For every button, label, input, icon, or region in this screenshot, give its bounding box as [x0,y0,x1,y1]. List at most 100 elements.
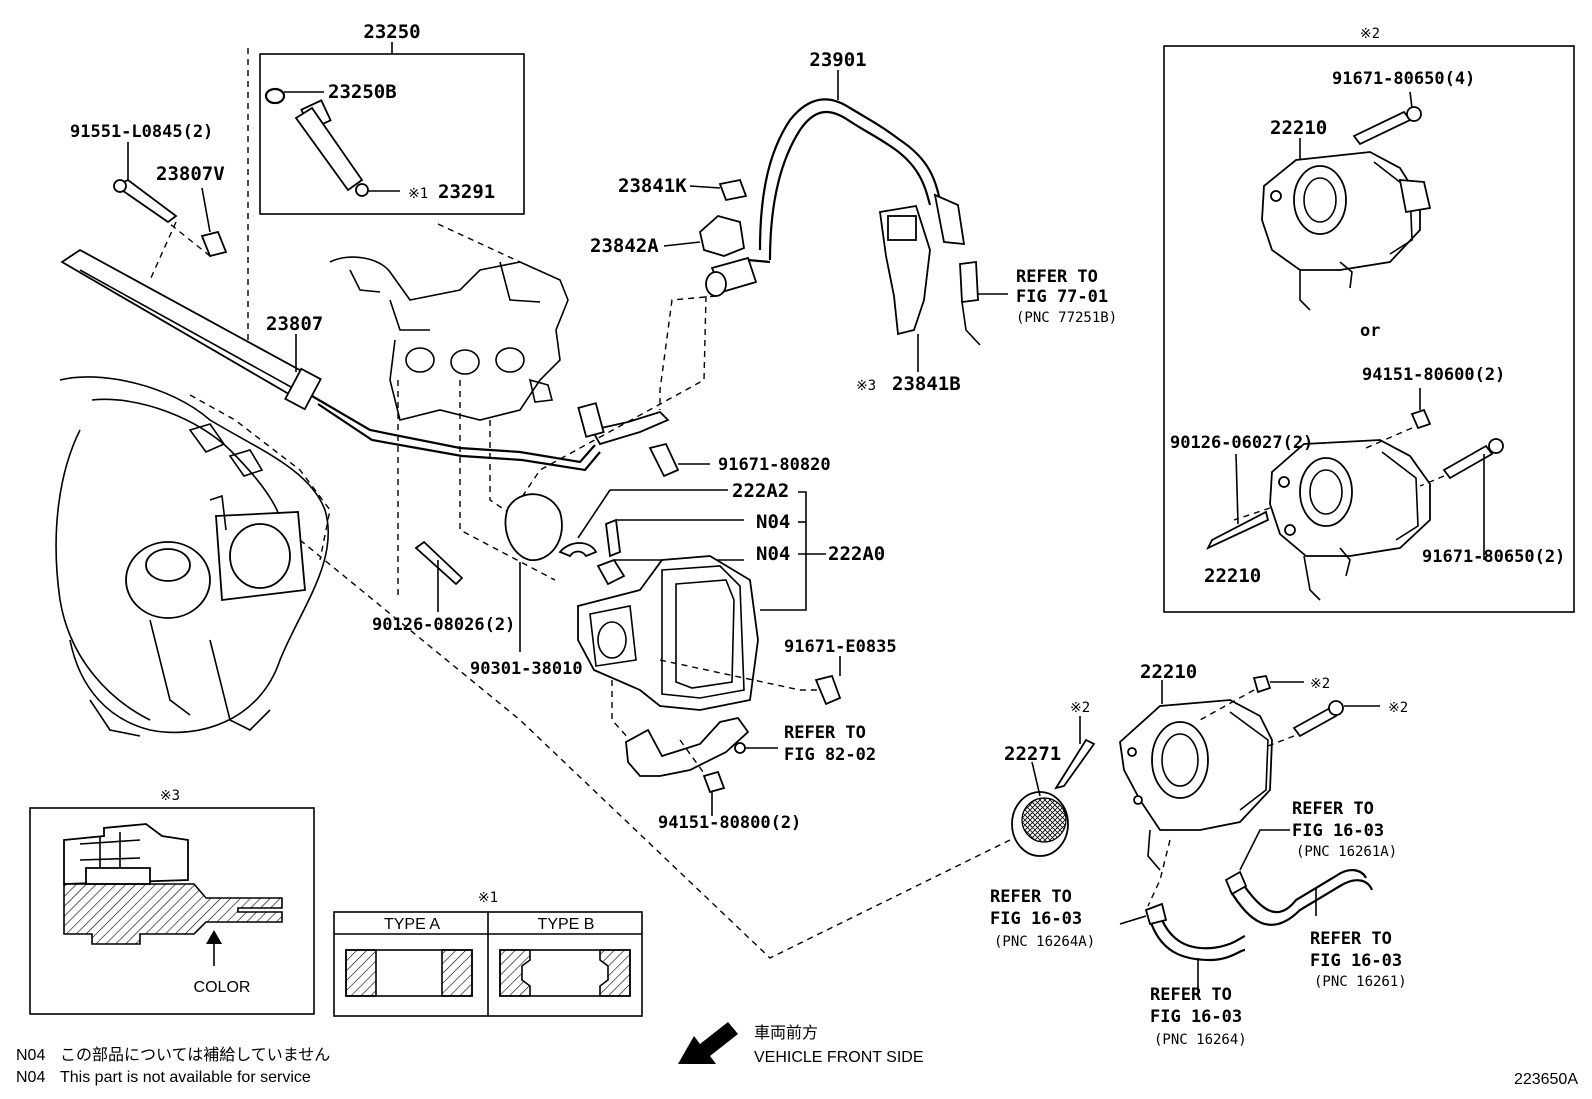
type-a-illustration [345,949,473,997]
bolt-91551 [113,142,178,224]
intake-manifold [55,376,330,737]
connector-color-illustration [63,823,283,945]
or-text: or [1360,321,1380,341]
label-91671-80650-2: 91671-80650(2) [1422,547,1565,567]
refer-77-line1: REFER TO [1016,267,1098,287]
label-90126-06027: 90126-06027(2) [1170,433,1313,453]
label-23841k: 23841K [618,175,687,197]
refer-77-line3: (PNC 77251B) [1016,310,1117,326]
label-23807v: 23807V [156,163,225,185]
throttle-body-222a0 [577,555,759,711]
refer-16261a-line3: (PNC 16261A) [1296,844,1397,860]
mark3-inline: ※3 [856,378,876,394]
stud-mark2-c [1054,716,1096,790]
note2-text: This part is not available for service [60,1069,311,1086]
types-inset-mark: ※1 [478,890,498,906]
injector-23250 [294,99,369,197]
refer-16264-line3: (PNC 16264) [1154,1032,1247,1048]
label-22210-c: 22210 [1140,661,1197,683]
gasket-22271 [1011,761,1069,857]
refer-77-line2: FIG 77-01 [1016,287,1108,307]
hoses-lower-right [1119,829,1374,996]
label-22210-b: 22210 [1204,565,1261,587]
clip-23841k [689,178,748,202]
type-b-label: TYPE B [538,916,595,933]
refer-16261-line3: (PNC 16261) [1314,974,1407,990]
label-91671-e0835: 91671-E0835 [784,637,897,657]
refer-16264a-line1: REFER TO [990,887,1072,907]
type-a-label: TYPE A [384,916,440,933]
bolt-91671-80650-2 [1442,438,1504,560]
label-23807: 23807 [266,313,323,335]
gasket-90301-38010 [504,493,563,652]
refer-16261-line1: REFER TO [1310,929,1392,949]
refer-16264a-line3: (PNC 16264A) [994,934,1095,950]
throttle-body-22210-alt-a [1261,138,1432,311]
refer-16264a-line2: FIG 16-03 [990,909,1082,929]
mark2-c: ※2 [1070,700,1090,716]
note2-code: N04 [16,1069,45,1086]
fuel-delivery-pipe-23807 [60,248,670,472]
vehicle-front-arrow-icon [678,1022,738,1064]
label-23250: 23250 [363,21,420,43]
mark2-b: ※2 [1388,700,1408,716]
refer-16264-line2: FIG 16-03 [1150,1007,1242,1027]
mark2-top: ※2 [1360,26,1380,42]
refer-82-line2: FIG 82-02 [784,745,876,765]
label-23842a: 23842A [590,235,659,257]
alt-throttle-body-box [1163,45,1575,613]
sensor-23841b [878,204,1008,372]
bolt-mark2-b [1292,700,1380,738]
label-n04-a: N04 [756,511,790,533]
type-b-illustration [499,949,631,997]
vacuum-hose-23901 [705,98,966,297]
label-222a2: 222A2 [732,480,789,502]
color-label: COLOR [194,979,251,996]
label-23250b: 23250B [328,81,397,103]
mark2-a: ※2 [1310,676,1330,692]
injector-group [259,42,525,215]
nut-mark2-a [1252,674,1304,694]
label-n04-b: N04 [756,543,790,565]
label-222a0: 222A0 [828,543,885,565]
direction-jp: 車両前方 [754,1024,818,1042]
throttle-body-22210-alt-b [1269,439,1431,601]
spacer-23807v [200,187,228,258]
bracket-lower [625,716,778,816]
refer-16261a-line2: FIG 16-03 [1292,821,1384,841]
color-inset-box [29,807,315,1015]
pin-n04 [605,518,744,558]
o-ring-23250b [264,87,286,105]
bolt-91671-80650-4 [1352,91,1422,146]
clamp-23842a [663,215,745,257]
stud-90126-06027 [1206,453,1270,550]
label-23901: 23901 [809,49,866,71]
refer-16261a-line1: REFER TO [1292,799,1374,819]
label-94151-80800: 94151-80800(2) [658,813,801,833]
stud-90126-08026 [414,540,464,612]
color-inset-mark: ※3 [160,788,180,804]
cylinder-head [329,256,569,421]
figure-id: 223650A [1514,1071,1578,1088]
mark1-inline: ※1 [408,186,428,202]
label-91551: 91551-L0845(2) [70,122,213,142]
label-91671-80820: 91671-80820 [718,455,831,475]
label-22210-a: 22210 [1270,117,1327,139]
refer-16261-line2: FIG 16-03 [1310,951,1402,971]
label-94151-80600: 94151-80600(2) [1362,365,1505,385]
refer-82-line1: REFER TO [784,723,866,743]
direction-en: VEHICLE FRONT SIDE [754,1049,924,1066]
note1-text: この部品については補給していません [60,1046,330,1064]
clip-222a2 [558,489,728,558]
refer-16264-line1: REFER TO [1150,985,1232,1005]
label-90126-08026: 90126-08026(2) [372,615,515,635]
throttle-body-22210-lower [1119,680,1273,871]
nut-94151-80600 [1410,388,1432,430]
label-23291: 23291 [438,181,495,203]
note1-code: N04 [16,1047,45,1064]
label-23841b: 23841B [892,373,961,395]
bolt-91671-80820 [648,442,710,478]
color-arrow-icon [206,930,222,966]
label-22271: 22271 [1004,743,1061,765]
